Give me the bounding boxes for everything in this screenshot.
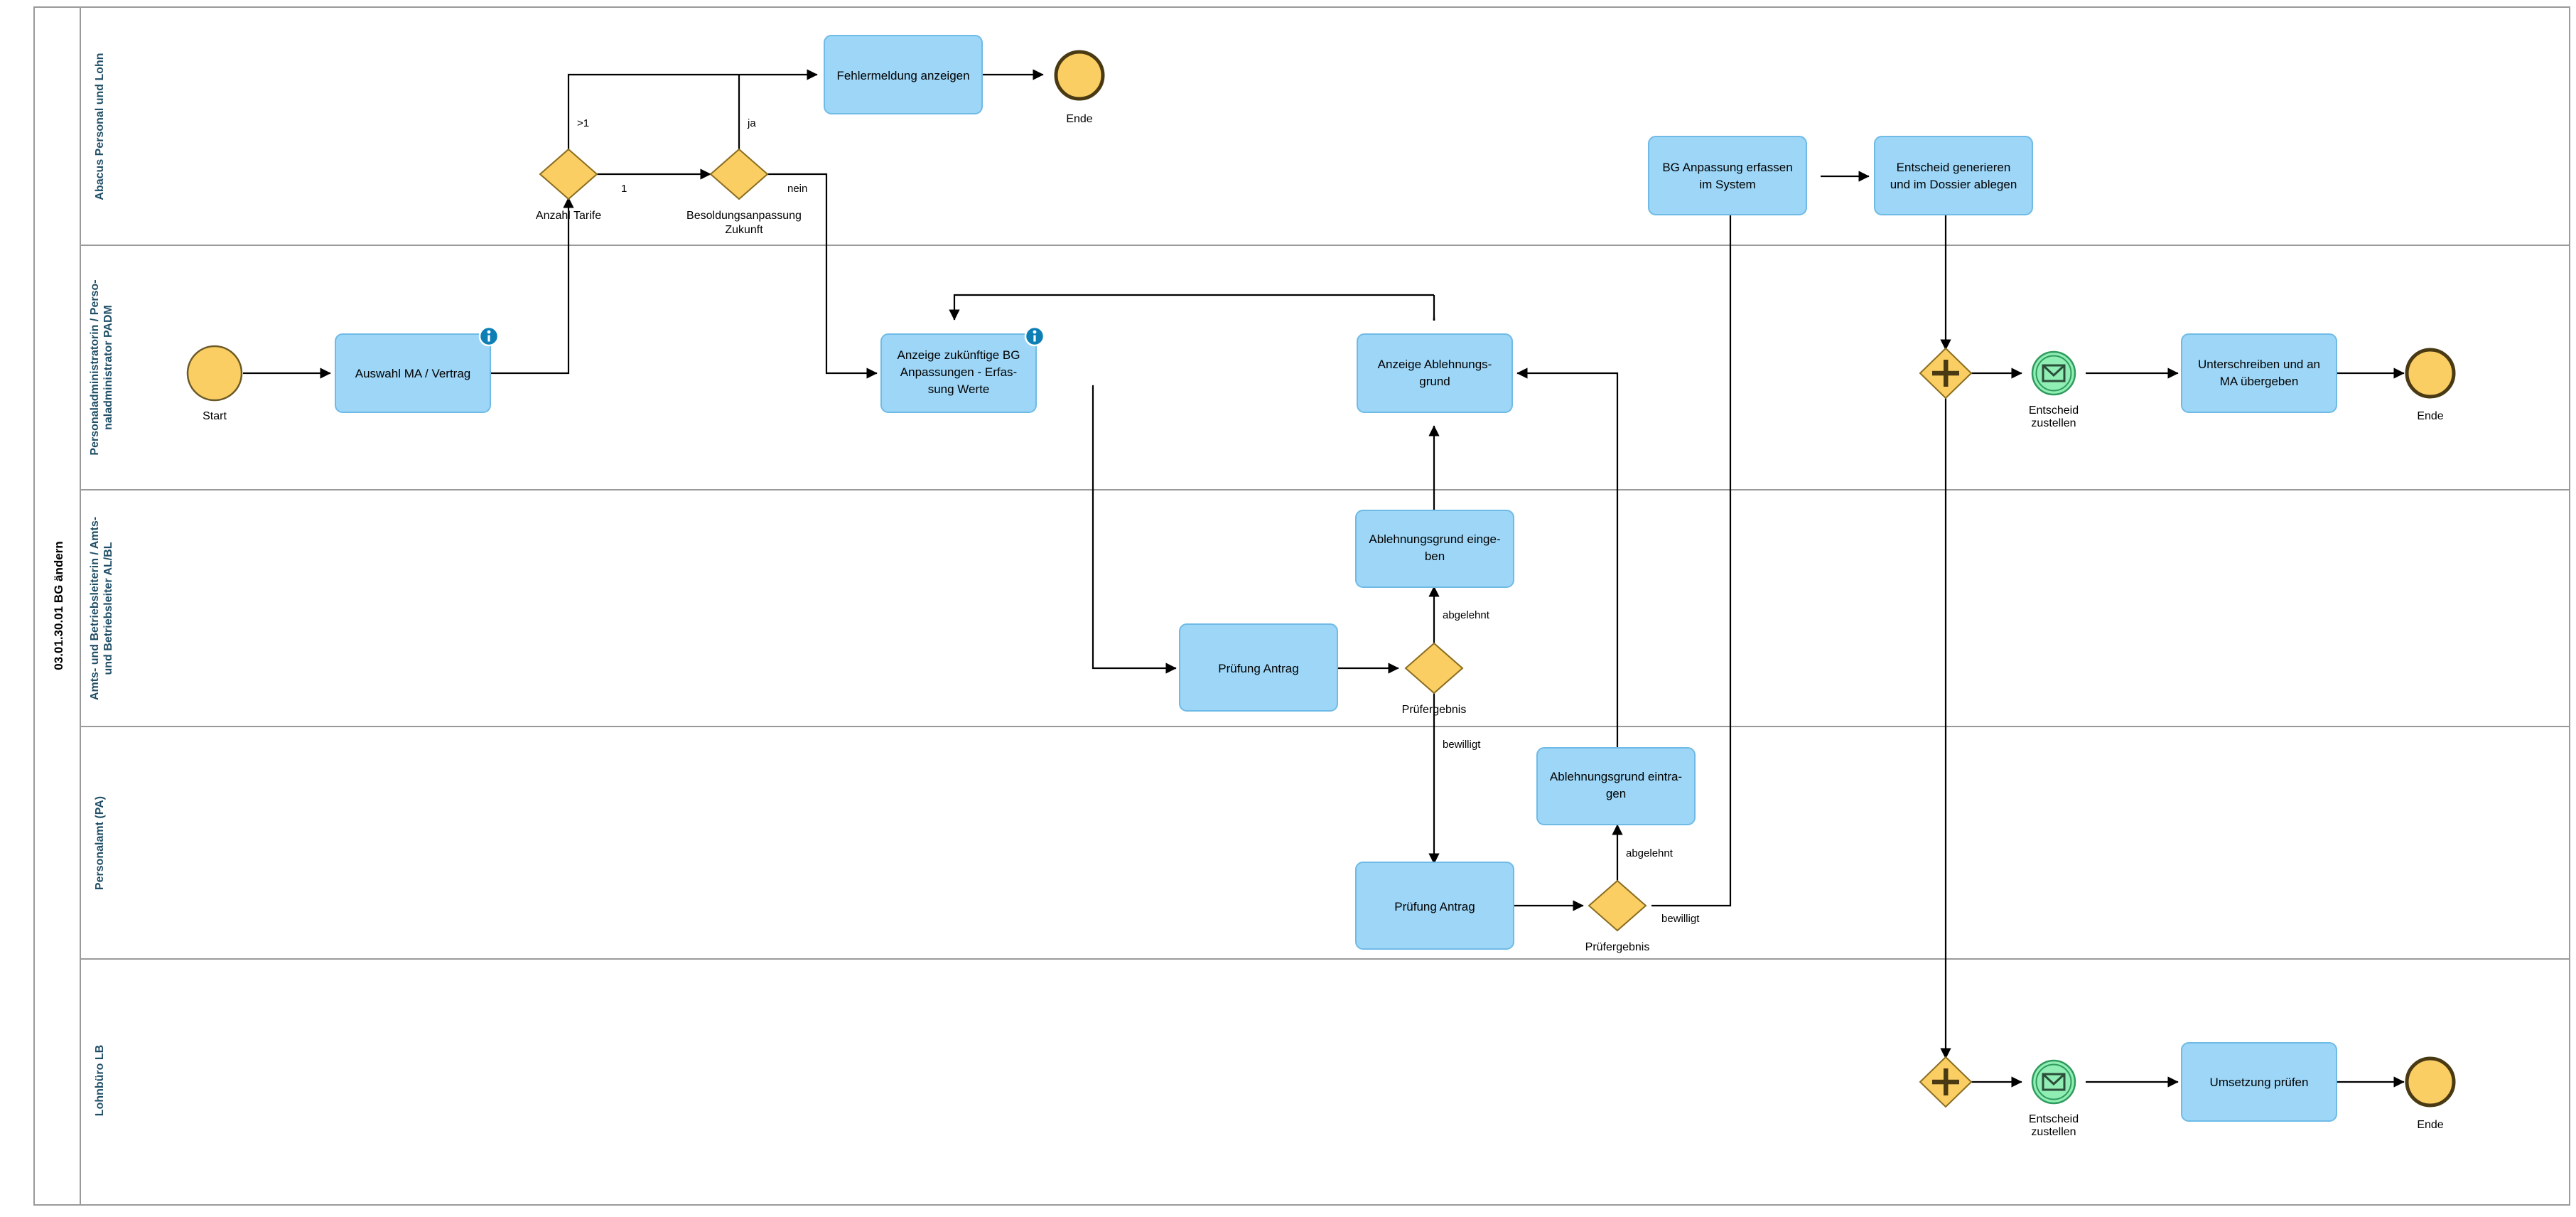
node-anzahl-tarife[interactable]: Anzahl Tarife [536,148,601,222]
task-label: Unterschreiben und an [2198,358,2320,371]
task-label: Fehlermeldung anzeigen [836,69,969,82]
lane-label-lb: Lohnbüro LB [94,1045,106,1116]
node-entscheid-zustellen-padm[interactable]: Entscheid zustellen [2029,350,2079,429]
edge-label-albl-bewilligt: bewilligt [1443,739,1481,751]
pool-title: 03.01.30.01 BG ändern [52,541,65,670]
node-bg-anpassung-erfassen[interactable]: BG Anpassung erfassen im System [1648,136,1807,215]
task-label: Prüfung Antrag [1218,662,1298,675]
node-auswahl-ma-vertrag[interactable]: Auswahl MA / Vertrag [335,326,500,413]
task-label-line2: gen [1606,787,1626,800]
gateway-label: Prüfergebnis [1585,941,1650,953]
lane-label-abacus: Abacus Personal und Lohn [94,53,106,200]
task-label: Prüfung Antrag [1394,900,1475,913]
node-ende-abacus[interactable]: Ende [1054,50,1105,125]
info-icon[interactable] [478,326,500,347]
task-label: Anzeige zukünftige BG [898,348,1020,362]
node-parallel-gateway-padm[interactable] [1919,347,1973,400]
gateway-label: Prüfergebnis [1402,704,1467,716]
task-label-line3: sung Werte [928,382,990,396]
task-label-line2: MA übergeben [2220,375,2299,388]
node-pruefergebnis-pa[interactable]: Prüfergebnis [1585,879,1650,953]
task-label: Anzeige Ablehnungs- [1378,358,1492,371]
lane-title-text: Personalamt (PA) [94,796,106,890]
lane-label-pa: Personalamt (PA) [94,796,106,890]
task-label-line2: grund [1419,375,1450,388]
node-pruefung-antrag-pa[interactable]: Prüfung Antrag [1355,862,1514,950]
flow-anzeige-ablehn-loopback [949,294,1434,321]
sequence-flows [243,69,2405,1088]
edge-label-zukunft-nein: nein [787,183,807,195]
node-ende-lb[interactable]: Ende [2405,1056,2456,1131]
lane-title-text: Amts- und Betriebsleiterin / Amts-und Be… [89,517,114,700]
edge-label-tarife-gt1: >1 [577,117,589,129]
node-besoldungsanpassung-zukunft[interactable]: Besoldungsanpassung Zukunft [686,148,802,236]
edge-labels: >1 1 ja nein abgelehnt bewilligt abgeleh… [577,117,1700,925]
node-ablehnungsgrund-eintragen[interactable]: Ablehnungsgrund eintra- gen [1536,747,1696,825]
flow-anzeige-to-pruefung-albl [1092,385,1177,674]
lane-title-text: Personaladministratorin / Perso-naladmin… [89,279,114,455]
event-label: Entscheid [2029,404,2079,417]
lane-title-text: Abacus Personal und Lohn [94,53,106,200]
flow-auswahl-to-anzahl-tarife [490,197,574,375]
node-pruefung-antrag-albl[interactable]: Prüfung Antrag [1179,623,1338,712]
gateway-label: Anzahl Tarife [536,210,601,222]
flow-pa-bewilligt [1651,200,1736,907]
diagram-title: 03.01.30.01 BG ändern [52,541,65,670]
task-label: Entscheid generieren [1897,161,2011,174]
node-ende-padm[interactable]: Ende [2405,348,2456,422]
node-fehlermeldung-anzeigen[interactable]: Fehlermeldung anzeigen [824,35,983,114]
node-start[interactable]: Start [186,345,243,422]
flow-ablehnung-eintragen-to-anzeige [1516,368,1619,754]
edge-label-zukunft-ja: ja [747,117,756,129]
flow-besoldung-nein [762,173,878,379]
node-pruefergebnis-albl[interactable]: Prüfergebnis [1402,642,1467,716]
node-anzeige-ablehnungsgrund[interactable]: Anzeige Ablehnungs- grund [1357,333,1513,413]
event-label: Start [203,410,227,422]
node-ablehnungsgrund-eingeben[interactable]: Ablehnungsgrund einge- ben [1355,510,1514,588]
info-icon[interactable] [1024,326,1045,347]
event-label-line2: zustellen [2031,417,2076,429]
flow-tarife-gt1 [567,69,818,151]
task-label: Ablehnungsgrund eintra- [1550,770,1682,783]
event-label: Ende [2417,410,2443,422]
lane-label-padm: Personaladministratorin / Perso-naladmin… [89,279,114,455]
edge-label-albl-abgelehnt: abgelehnt [1443,609,1490,621]
node-umsetzung-pruefen[interactable]: Umsetzung prüfen [2181,1042,2337,1122]
task-label: Ablehnungsgrund einge- [1369,532,1500,546]
task-label-line2: im System [1699,178,1755,191]
task-label-line2: Anpassungen - Erfas- [900,365,1017,379]
task-label: Auswahl MA / Vertrag [355,367,471,380]
event-label: Entscheid [2029,1113,2079,1125]
node-entscheid-zustellen-lb[interactable]: Entscheid zustellen [2029,1059,2079,1138]
gateway-label-line2: Zukunft [725,224,763,236]
task-label-line2: ben [1425,549,1445,563]
node-anzeige-zukuenftige-bg[interactable]: Anzeige zukünftige BG Anpassungen - Erfa… [880,326,1045,413]
lane-label-albl: Amts- und Betriebsleiterin / Amts-und Be… [89,517,114,700]
node-entscheid-generieren[interactable]: Entscheid generieren und im Dossier able… [1874,136,2033,215]
node-parallel-gateway-lb[interactable] [1919,1056,1973,1108]
event-label: Ende [2417,1119,2443,1131]
edge-label-pa-bewilligt: bewilligt [1661,913,1700,925]
task-label: BG Anpassung erfassen [1662,161,1792,174]
task-label-line2: und im Dossier ablegen [1890,178,2017,191]
gateway-label: Besoldungsanpassung [686,210,802,222]
event-label: Ende [1066,113,1092,125]
event-label-line2: zustellen [2031,1126,2076,1138]
lane-title-text: Lohnbüro LB [94,1045,106,1116]
edge-label-pa-abgelehnt: abgelehnt [1626,847,1674,859]
edge-label-tarife-1: 1 [621,183,627,195]
node-unterschreiben-uebergeben[interactable]: Unterschreiben und an MA übergeben [2181,333,2337,413]
task-label: Umsetzung prüfen [2210,1076,2309,1089]
pool-frame [33,6,2570,1206]
